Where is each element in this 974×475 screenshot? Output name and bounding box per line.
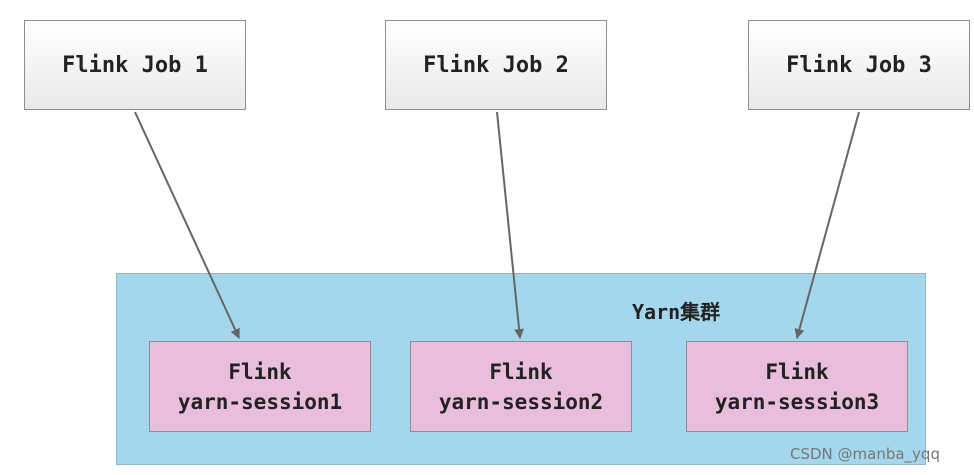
flink-job-3-label: Flink Job 3 — [786, 52, 932, 78]
yarn-session-3-box: Flink yarn-session3 — [686, 341, 908, 432]
flink-job-2-box: Flink Job 2 — [385, 20, 607, 110]
yarn-session-1-box: Flink yarn-session1 — [149, 341, 371, 432]
session-2-line1: Flink — [489, 359, 553, 384]
session-1-line2: yarn-session1 — [177, 389, 343, 414]
yarn-cluster-label: Yarn集群 — [632, 300, 721, 324]
arrow-job1-to-session1 — [134, 111, 240, 339]
flink-job-1-label: Flink Job 1 — [62, 52, 208, 78]
flink-job-1-box: Flink Job 1 — [24, 20, 246, 110]
session-2-line2: yarn-session2 — [438, 389, 604, 414]
flink-job-3-box: Flink Job 3 — [748, 20, 970, 110]
session-3-line2: yarn-session3 — [714, 389, 880, 414]
session-1-line1: Flink — [228, 359, 292, 384]
session-3-line1: Flink — [765, 359, 829, 384]
yarn-session-2-box: Flink yarn-session2 — [410, 341, 632, 432]
arrow-job3-to-session3 — [794, 111, 860, 339]
flink-job-2-label: Flink Job 2 — [423, 52, 569, 78]
arrow-job2-to-session2 — [496, 111, 525, 339]
watermark: CSDN @manba_yqq — [790, 445, 940, 463]
